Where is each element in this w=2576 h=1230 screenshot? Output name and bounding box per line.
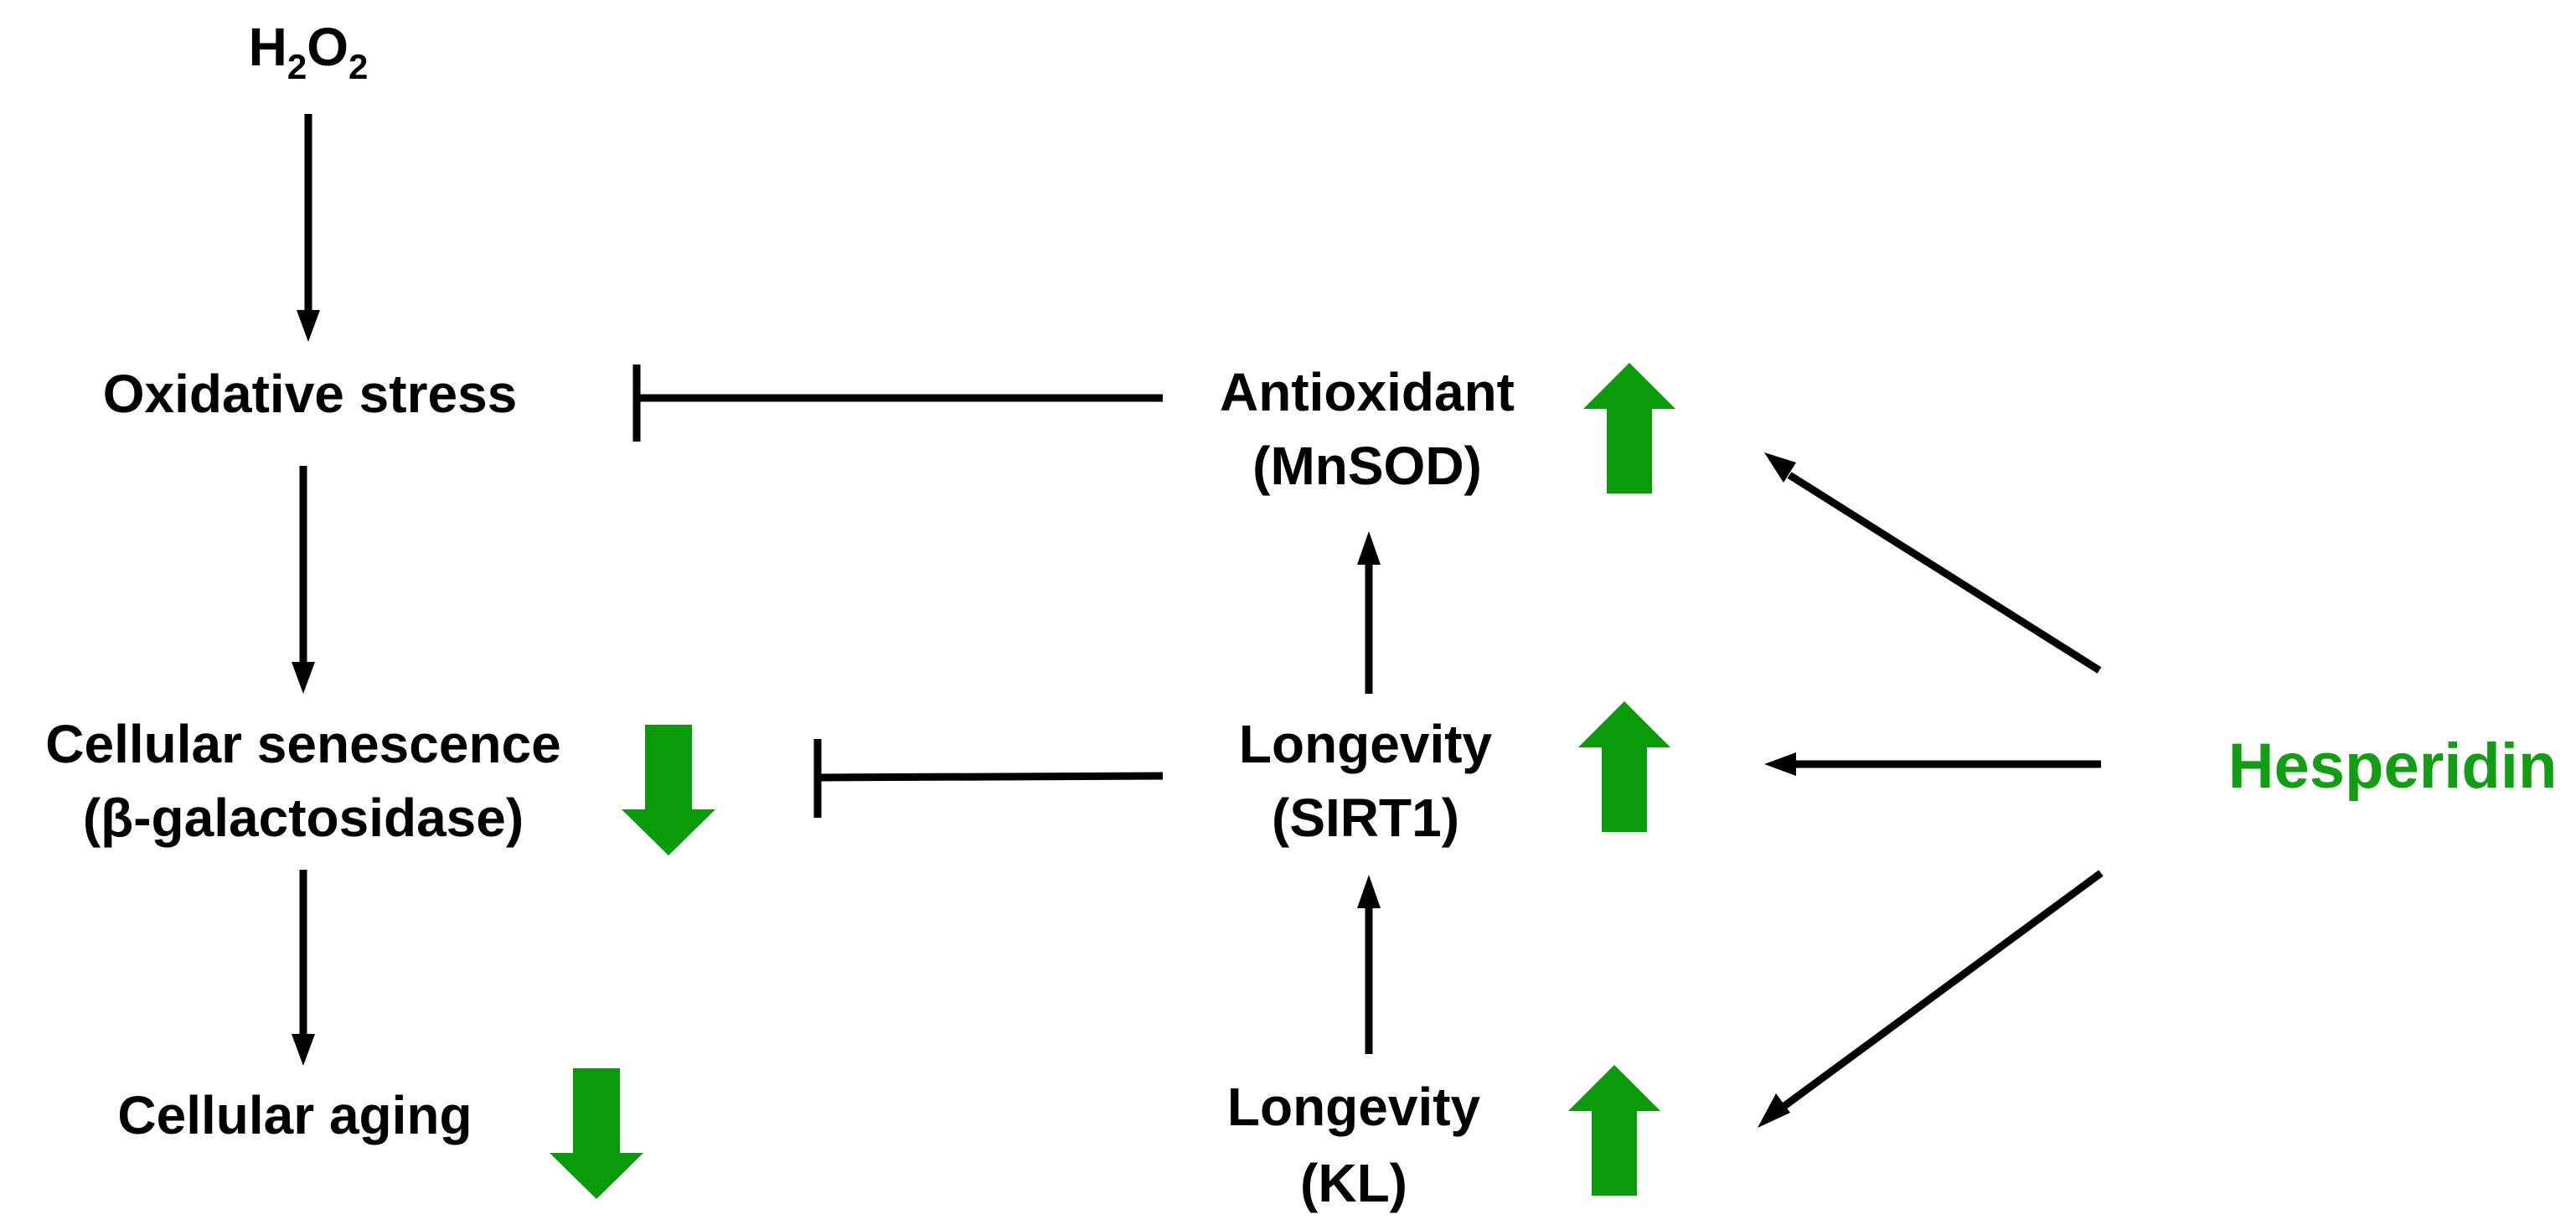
down-arrow-icon-senescence [622,725,715,855]
node-cellular-senescence-line1: Cellular senescence [45,714,560,774]
up-arrow-icon-kl [1568,1065,1660,1196]
h2o2-sub-2a: 2 [287,47,307,86]
arrow-hesperidin-to-sirt1 [1764,752,2101,776]
node-hesperidin: Hesperidin [2228,731,2558,802]
node-cellular-senescence-line2: (β-galactosidase) [83,788,524,848]
up-arrow-icon-sirt1 [1578,701,1670,832]
node-antioxidant-line1: Antioxidant [1220,362,1515,422]
arrow-hesperidin-to-kl [1758,870,2104,1128]
node-sirt1-line1: Longevity [1239,714,1493,774]
node-sirt1-line2: (SIRT1) [1272,788,1459,848]
h2o2-main-h: H [249,17,287,77]
node-kl-line2: (KL) [1300,1153,1407,1213]
inhibit-sirt1-to-senescence [813,739,1164,818]
h2o2-sub-2b: 2 [348,47,368,86]
node-oxidative-stress: Oxidative stress [103,364,518,424]
arrow-h2o2-to-oxidative-stress [297,114,320,342]
h2o2-main-o: O [307,17,348,77]
node-cellular-aging: Cellular aging [117,1085,472,1145]
arrow-kl-to-sirt1 [1357,875,1381,1054]
inhibit-antioxidant-to-oxidative-stress [632,364,1163,442]
arrow-hesperidin-to-antioxidant [1764,452,2102,674]
arrow-senescence-to-aging [292,870,315,1066]
node-kl-line1: Longevity [1227,1077,1481,1137]
down-arrow-icon-aging [550,1068,643,1199]
up-arrow-icon-antioxidant [1583,363,1675,494]
arrow-oxidative-stress-to-senescence [292,466,315,694]
node-h2o2: H2O2 [249,17,369,86]
node-antioxidant-line2: (MnSOD) [1252,436,1482,496]
arrow-sirt1-to-antioxidant [1357,531,1381,694]
